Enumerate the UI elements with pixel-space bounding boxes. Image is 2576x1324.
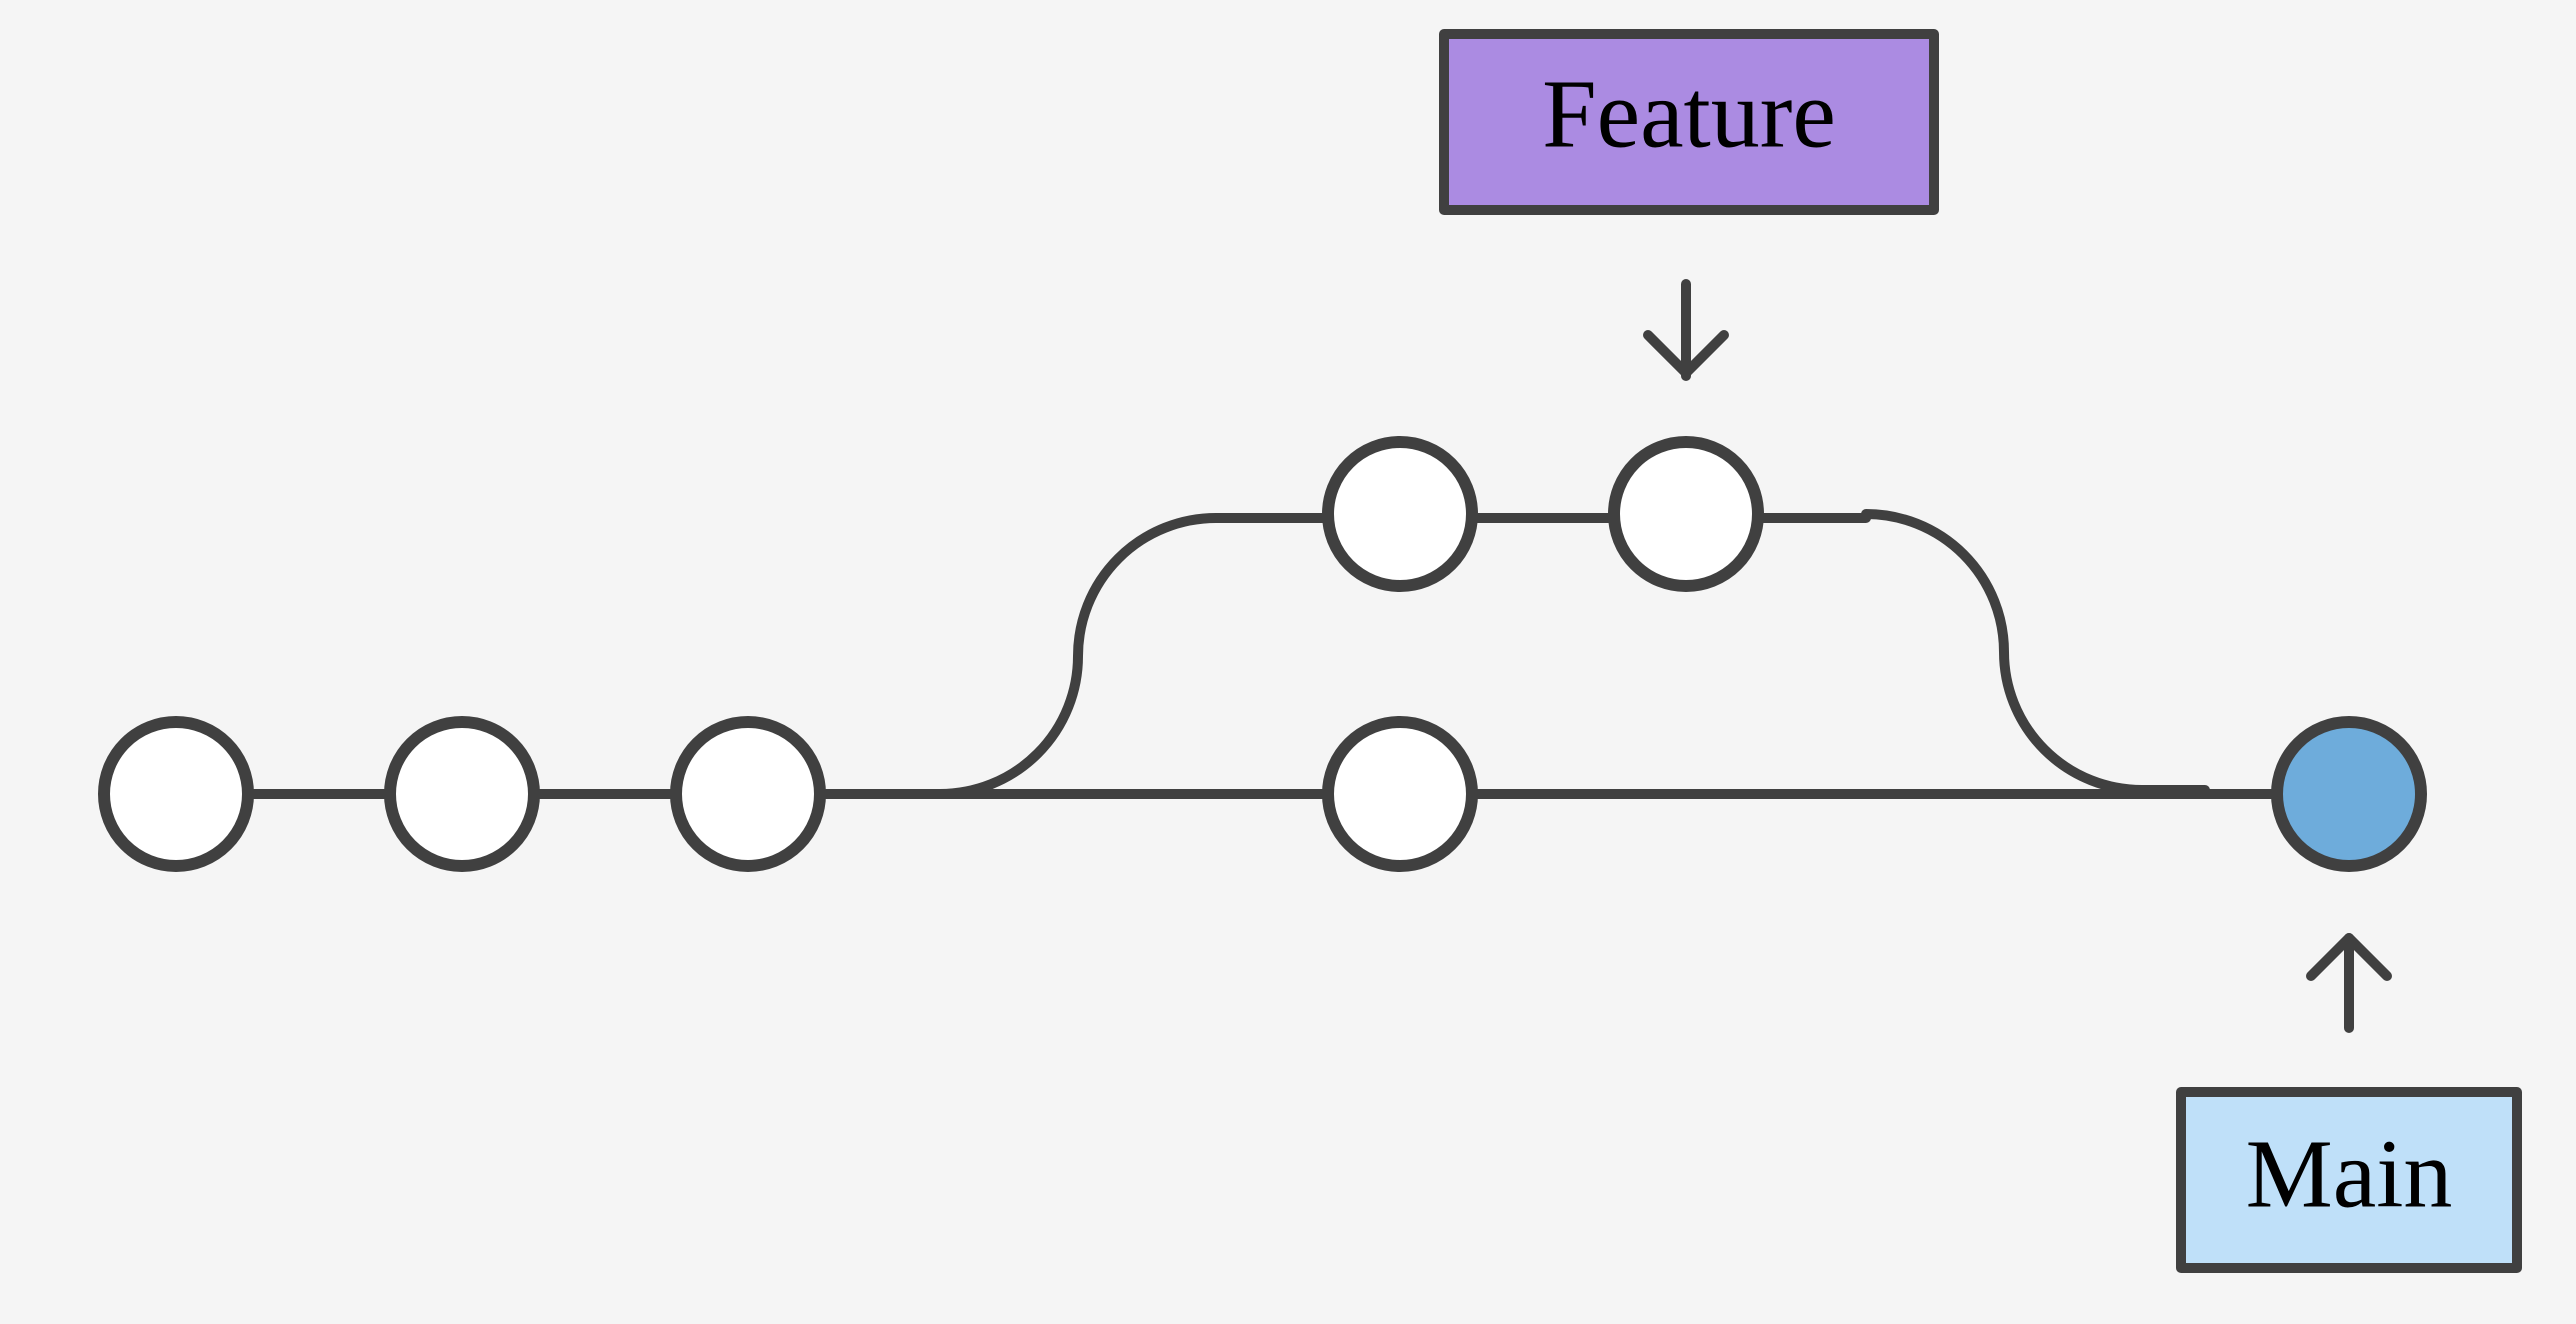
main-label-text: Main xyxy=(2246,1120,2453,1228)
commit-node-main-head[interactable] xyxy=(2271,716,2427,872)
feature-branch-label[interactable]: Feature xyxy=(1439,29,1939,215)
feature-label-text: Feature xyxy=(1542,60,1836,168)
arrow-down-icon xyxy=(1643,279,1729,381)
commit-node-main-4[interactable] xyxy=(1322,716,1478,872)
branch-off-curve xyxy=(935,513,1405,799)
commit-node-feature-1[interactable] xyxy=(1322,436,1478,592)
arrow-up-icon xyxy=(2306,933,2392,1033)
feature-label-box xyxy=(1439,29,1939,215)
commit-node-main-3[interactable] xyxy=(670,716,826,872)
merge-curve xyxy=(1861,509,2210,795)
main-label-box xyxy=(2176,1087,2522,1273)
main-branch-label[interactable]: Main xyxy=(2176,1087,2522,1273)
commit-node-main-2[interactable] xyxy=(384,716,540,872)
commit-node-main-1[interactable] xyxy=(98,716,254,872)
commit-node-feature-2[interactable] xyxy=(1608,436,1764,592)
